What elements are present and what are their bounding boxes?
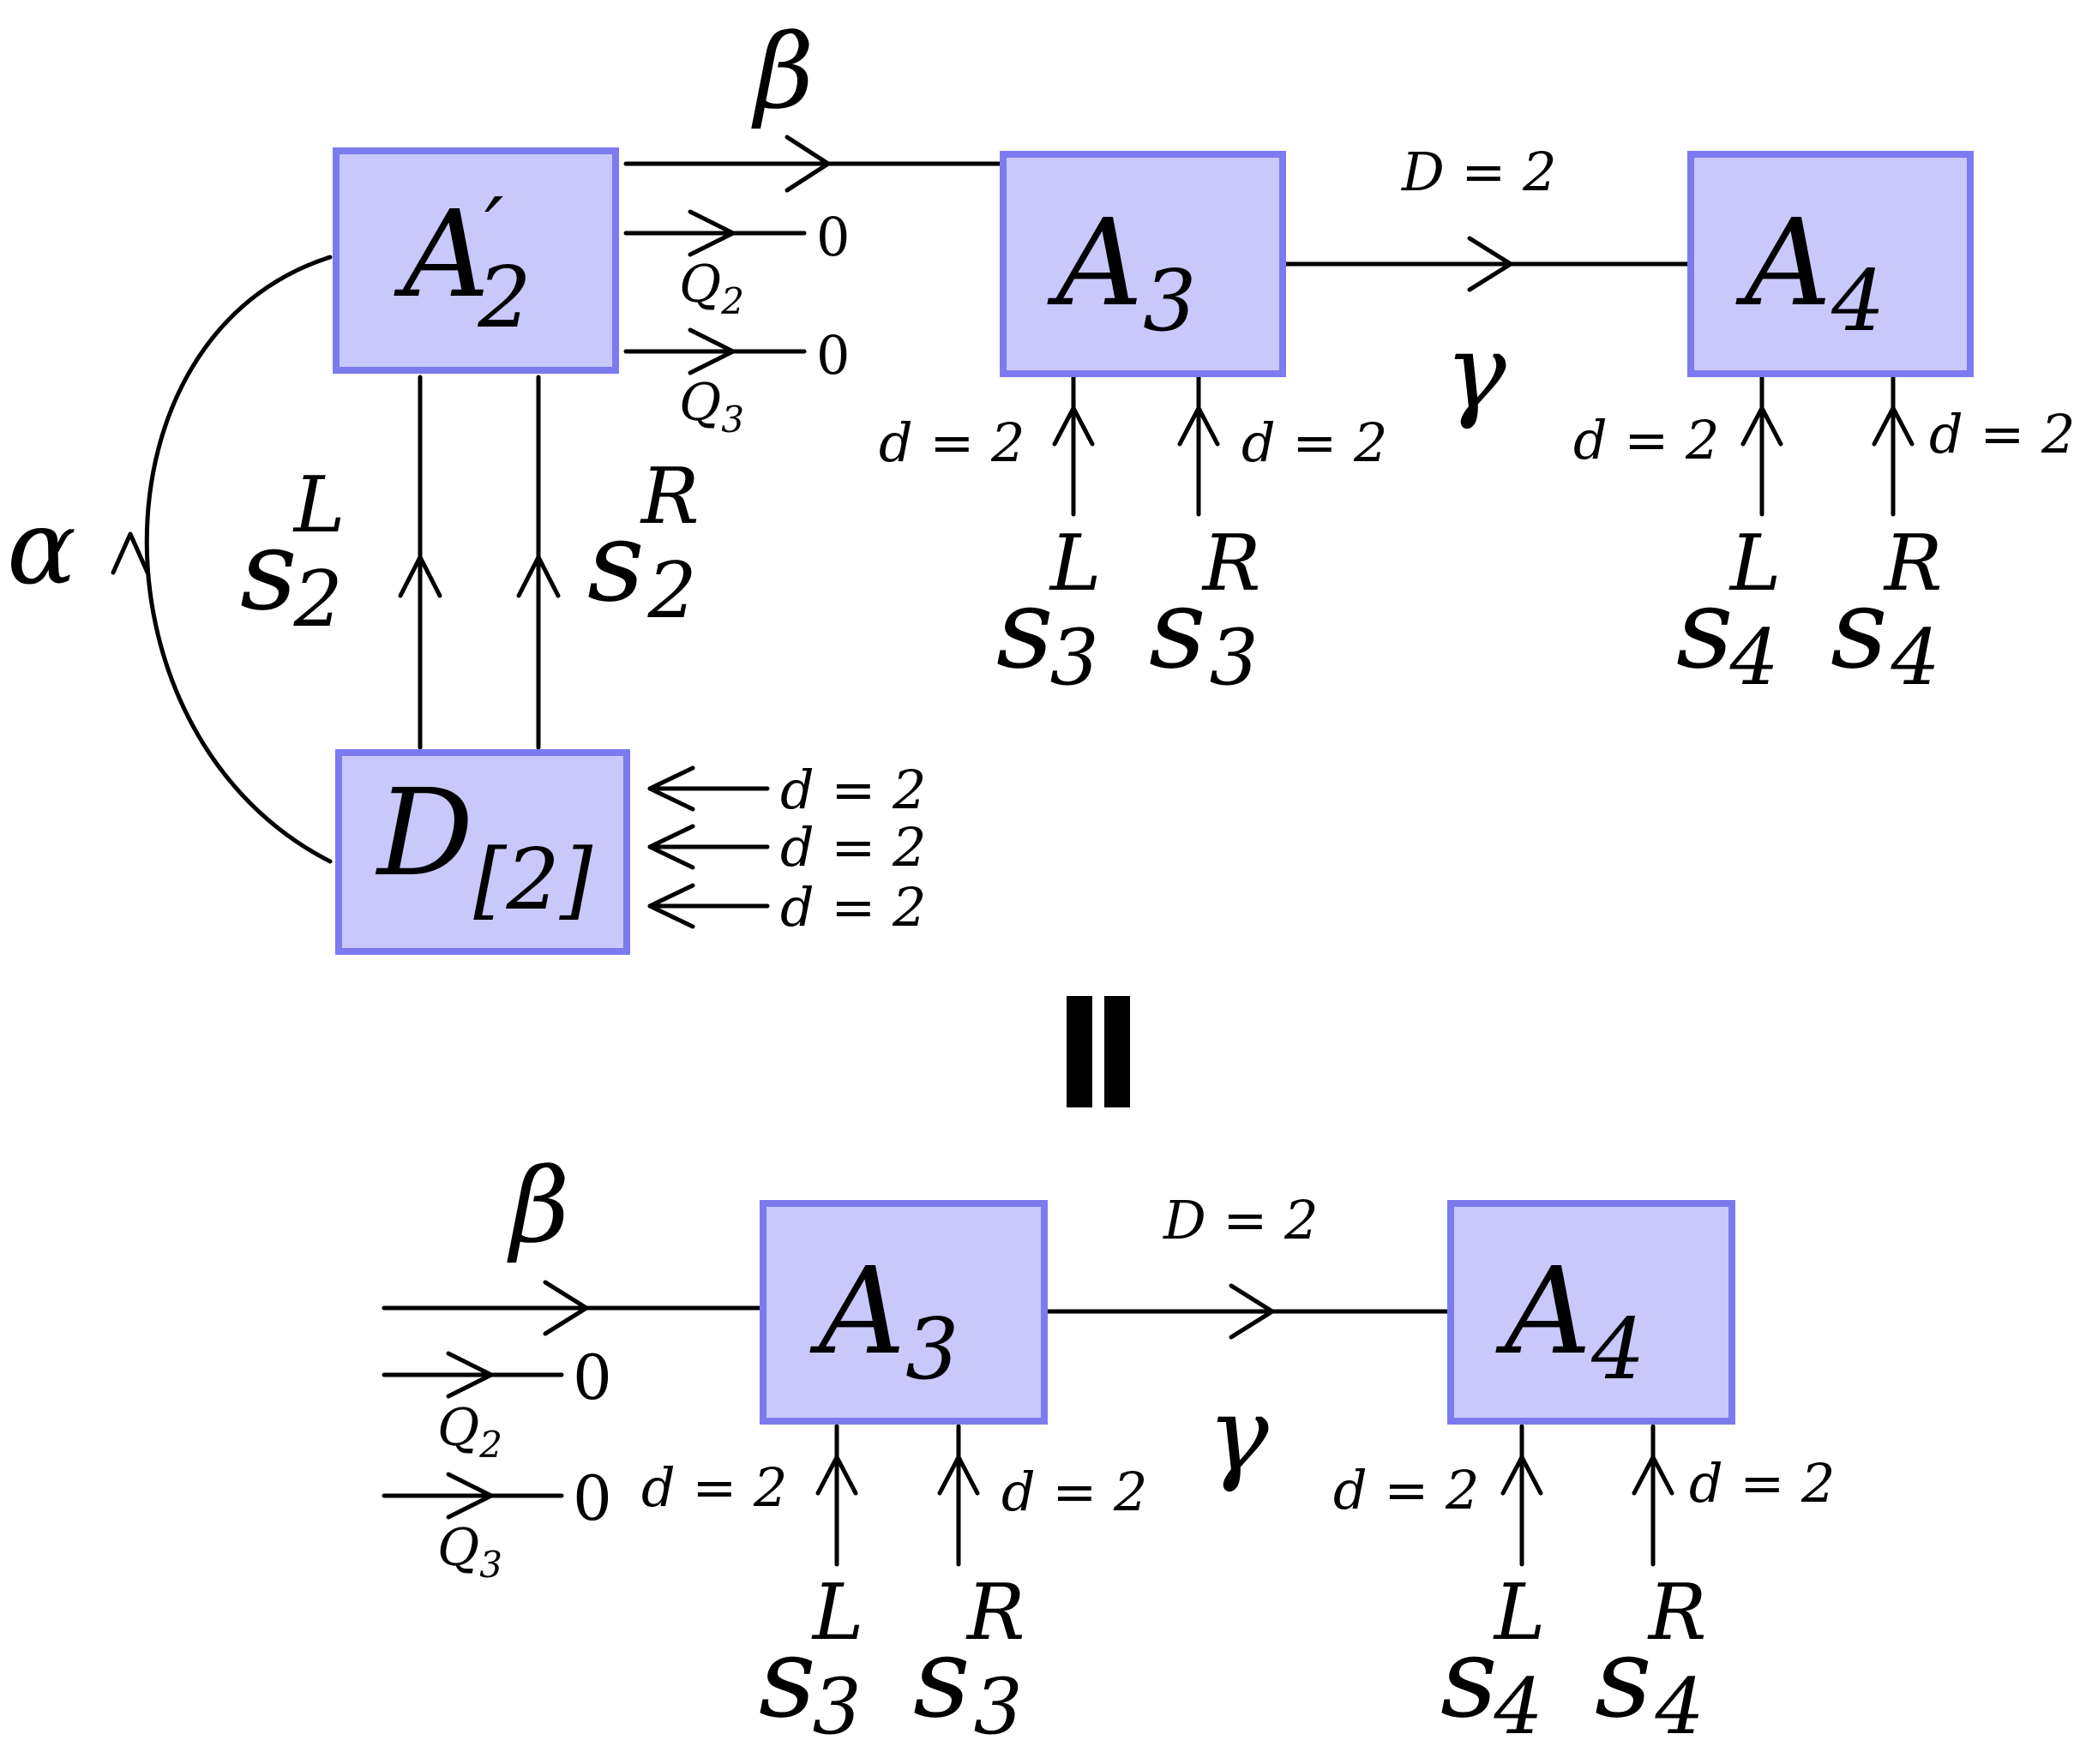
d-leg-2-arrow	[647, 824, 695, 870]
d-label-3: d = 2	[780, 876, 927, 939]
gamma-label: γ	[1445, 313, 1506, 432]
bottom-s4R-arrow-head	[1632, 1455, 1674, 1496]
tensor-A2-prime-label: A′2	[394, 181, 532, 347]
gamma-arrow-head	[1467, 236, 1513, 292]
s4L-arrow-head	[1740, 405, 1783, 447]
bottom-tensor-A3	[760, 1200, 1048, 1425]
d-label-s4R: d = 2	[1929, 403, 2076, 465]
bottom-q2-arrow-head	[446, 1351, 494, 1399]
tensor-A3-label: A3	[1047, 194, 1196, 351]
d-label-s3L: d = 2	[879, 411, 1025, 474]
bottom-tensor-A4	[1447, 1200, 1735, 1425]
bottom-q2-value: 0	[573, 1341, 612, 1413]
bottom-q3-arrow-head	[446, 1472, 494, 1520]
alpha-arrow-head	[111, 531, 150, 575]
bottom-q3-value: 0	[573, 1462, 612, 1534]
equals-bar-right	[1104, 996, 1130, 1107]
bottom-gamma-label: γ	[1207, 1376, 1269, 1495]
d-label-s4L: d = 2	[1573, 409, 1720, 471]
q3-arrow-head	[688, 327, 736, 375]
bottom-tensor-A4-label: A4	[1495, 1242, 1644, 1399]
tensor-A4	[1687, 151, 1974, 377]
q3-value: 0	[816, 324, 850, 387]
equals-sign	[1067, 996, 1130, 1107]
bond-dim-label: D = 2	[1401, 141, 1557, 203]
equals-bar-left	[1067, 996, 1092, 1107]
d-label-2: d = 2	[780, 816, 927, 879]
bottom-beta-label: β	[507, 1147, 569, 1266]
bottom-bond-dim-label: D = 2	[1163, 1189, 1319, 1251]
tensor-A2-prime	[333, 147, 619, 374]
bottom-d-label-s4R: d = 2	[1689, 1452, 1836, 1515]
bottom-s4L-arrow-head	[1500, 1455, 1543, 1496]
q3-label: Q3	[679, 373, 744, 441]
alpha-loop	[144, 255, 333, 864]
s3L-arrow-head	[1052, 405, 1095, 447]
bottom-d-label-s4L: d = 2	[1333, 1459, 1480, 1521]
alpha-label: α	[7, 489, 76, 608]
s4R-arrow-head	[1872, 405, 1915, 447]
q2-arrow-head	[688, 209, 736, 257]
tensor-A4-label: A4	[1735, 194, 1885, 351]
bottom-gamma-arrow-head	[1229, 1283, 1275, 1340]
d-label-1: d = 2	[780, 759, 927, 821]
beta-arrow-head	[785, 135, 831, 193]
s2L-arrow-head	[398, 555, 442, 598]
bottom-q3-label: Q3	[437, 1518, 502, 1586]
bottom-d-label-s3L: d = 2	[641, 1456, 788, 1519]
tensor-D2-label: D[2]	[375, 764, 593, 929]
beta-label: β	[751, 13, 814, 132]
bottom-beta-arrow-head	[543, 1280, 589, 1336]
bottom-q2-label: Q2	[437, 1398, 502, 1466]
tensor-A3	[1000, 151, 1286, 377]
s3R-arrow-head	[1177, 405, 1220, 447]
d-label-s3R: d = 2	[1241, 411, 1388, 474]
d-leg-1-arrow	[647, 765, 695, 812]
s2R-arrow-head	[516, 555, 561, 598]
d-leg-3-arrow	[647, 883, 695, 929]
bottom-s3L-arrow-head	[815, 1455, 858, 1496]
bottom-tensor-A3-label: A3	[809, 1242, 959, 1399]
bottom-s3R-arrow-head	[937, 1455, 980, 1496]
tensor-D2	[335, 749, 630, 955]
q2-label: Q2	[679, 255, 744, 322]
q2-value: 0	[816, 206, 850, 268]
bottom-d-label-s3R: d = 2	[1001, 1461, 1148, 1523]
